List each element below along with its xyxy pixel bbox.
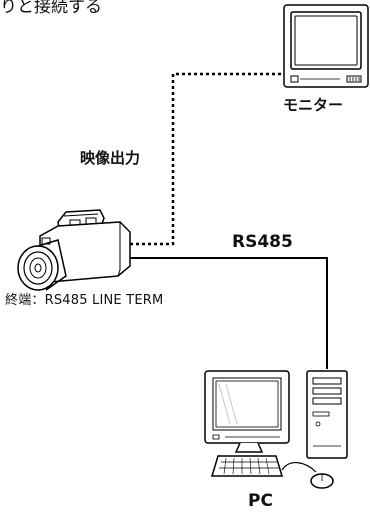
video-output-cable	[130, 72, 283, 246]
monitor-icon	[283, 4, 369, 88]
termination-note: 終端：RS485 LINE TERM	[5, 293, 164, 308]
monitor-label: モニター	[283, 96, 344, 114]
pc-label: PC	[248, 491, 273, 511]
pc-icon	[204, 370, 348, 489]
video-output-label: 映像出力	[80, 149, 141, 167]
camera-icon	[17, 209, 131, 291]
section-heading-fragment: りと接続する	[0, 0, 102, 17]
rs485-label: RS485	[232, 232, 293, 252]
rs485-cable	[127, 257, 328, 369]
